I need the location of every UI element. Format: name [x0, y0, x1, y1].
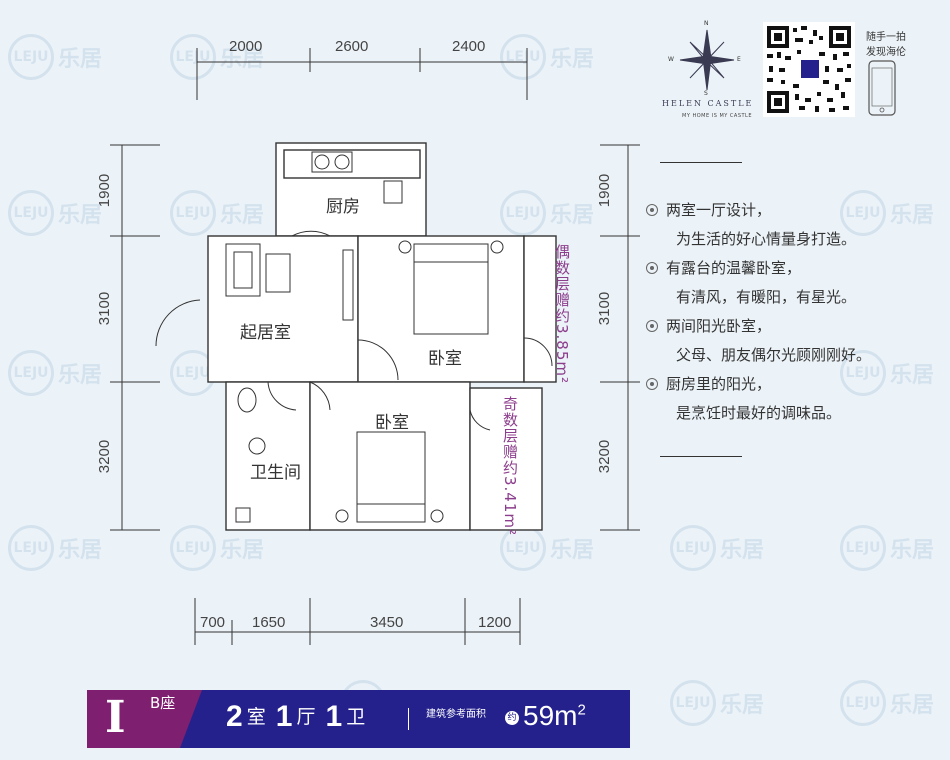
balcony-even-label: 偶数层赠约3.85m²: [553, 244, 571, 385]
room-bathroom: 卫生间: [250, 463, 301, 483]
dim-bottom-3: 3450: [370, 614, 404, 631]
scan-prompt-line2: 发现海伦: [866, 47, 906, 58]
compass-west: W: [668, 56, 674, 63]
brand-slogan: MY HOME IS MY CASTLE: [682, 113, 752, 119]
scan-prompt-line1: 随手一拍: [866, 32, 906, 43]
dim-top-1: 2000: [229, 38, 263, 55]
feature-list: 两室一厅设计， 为生活的好心情量身打造。 有露台的温馨卧室， 有清风，有暖阳，有…: [646, 196, 872, 428]
dim-left-2: 3100: [96, 291, 114, 326]
feature-line: 是烹饪时最好的调味品。: [676, 404, 842, 422]
feature-line: 为生活的好心情量身打造。: [676, 230, 857, 248]
dim-right-2: 3100: [596, 291, 614, 326]
dim-bottom-2: 1650: [252, 614, 286, 631]
area-label: 建筑参考面积: [426, 709, 486, 720]
separator-top: [660, 162, 742, 163]
footer-diagonal: [180, 690, 202, 748]
room-bedroom-second: 卧室: [375, 413, 409, 433]
room-kitchen: 厨房: [326, 197, 360, 217]
dim-top-3: 2400: [452, 38, 486, 55]
footer-type-block: [87, 690, 195, 748]
compass-north: N: [704, 20, 709, 27]
dim-bottom-4: 1200: [478, 614, 512, 631]
dim-right-3: 3200: [596, 439, 614, 474]
building-block: B座: [150, 694, 176, 712]
dim-bottom-1: 700: [200, 614, 226, 631]
phone-icon: [868, 60, 896, 116]
separator-bottom: [660, 456, 742, 457]
footer-divider: [408, 708, 409, 730]
room-bedroom-main: 卧室: [428, 349, 462, 369]
feature-line: 有清风，有暖阳，有星光。: [676, 288, 857, 306]
room-living: 起居室: [240, 323, 291, 343]
area-value: 59m2: [523, 700, 586, 731]
feature-line: 有露台的温馨卧室，: [646, 254, 871, 283]
dim-top-2: 2600: [335, 38, 369, 55]
feature-line: 两室一厅设计，: [646, 196, 871, 225]
footer-info-block: [180, 690, 630, 748]
approx-badge: 约: [505, 711, 519, 725]
compass-east: E: [737, 56, 741, 63]
dim-right-1: 1900: [596, 173, 614, 208]
feature-line: 父母、朋友偶尔光顾刚刚好。: [676, 346, 872, 364]
dim-left-1: 1900: [96, 173, 114, 208]
bullet-icon: [646, 377, 658, 390]
qr-code[interactable]: [763, 22, 855, 117]
brand-name: HELEN CASTLE: [662, 99, 754, 108]
feature-line: 厨房里的阳光，: [646, 370, 871, 399]
compass-south: S: [704, 90, 708, 97]
bullet-icon: [646, 319, 658, 332]
unit-type-letter: I: [105, 692, 126, 743]
dim-left-3: 3200: [96, 439, 114, 474]
balcony-odd-label: 奇数层赠约3.41m²: [501, 396, 519, 537]
feature-line: 两间阳光卧室，: [646, 312, 871, 341]
compass-logo: [679, 29, 735, 91]
bullet-icon: [646, 203, 658, 216]
bullet-icon: [646, 261, 658, 274]
